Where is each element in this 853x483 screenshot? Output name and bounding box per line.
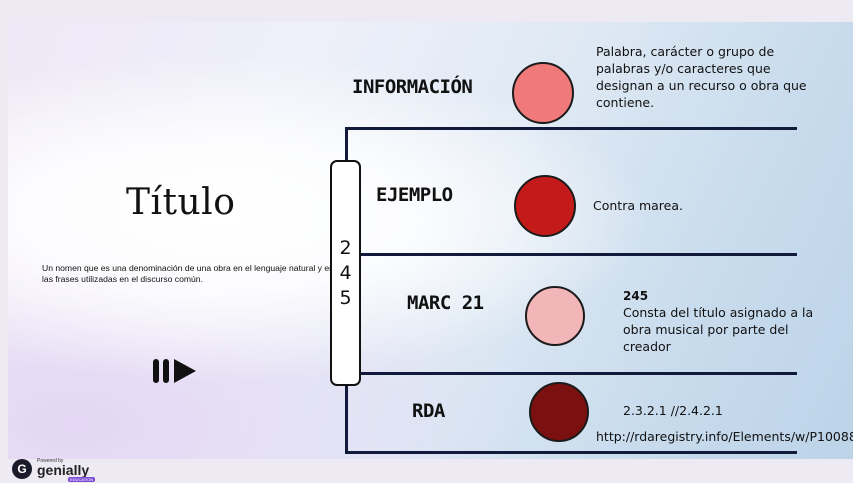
edition-badge: EDUCATION xyxy=(68,477,96,482)
connector-bottom xyxy=(345,451,797,454)
text-line: contiene. xyxy=(596,95,655,110)
text-line: designan a un recurso o obra que xyxy=(596,78,807,93)
powered-by-label: Powered by xyxy=(37,458,64,464)
rda-link[interactable]: http://rdaregistry.info/Elements/w/P1008… xyxy=(596,429,853,444)
text-line: palabras y/o caracteres que xyxy=(596,61,771,76)
circle-marc21[interactable] xyxy=(525,286,585,346)
play-pause-icon[interactable] xyxy=(153,357,209,385)
genially-logo-icon: G xyxy=(12,459,32,479)
example-text: Contra marea. xyxy=(593,198,683,213)
heading-ejemplo: EJEMPLO xyxy=(376,184,453,206)
tag-digit: 4 xyxy=(339,261,352,284)
circle-ejemplo[interactable] xyxy=(514,175,576,237)
rda-text: 2.3.2.1 //2.4.2.1 xyxy=(623,402,723,419)
heading-marc21: MARC 21 xyxy=(407,292,484,314)
slide-description: Un nomen que es una denominación de una … xyxy=(42,263,334,284)
circle-informacion[interactable] xyxy=(512,62,574,124)
connector-top xyxy=(345,127,797,130)
text-line: Palabra, carácter o grupo de xyxy=(596,44,775,59)
info-text: Palabra, carácter o grupo de palabras y/… xyxy=(596,43,807,111)
text-line: 2.3.2.1 //2.4.2.1 xyxy=(623,403,723,418)
slide-canvas: Título Un nomen que es una denominación … xyxy=(8,22,853,459)
marc21-text: 245 Consta del título asignado a la obra… xyxy=(623,288,813,355)
tag-digit: 5 xyxy=(339,286,352,309)
heading-rda: RDA xyxy=(412,400,445,422)
marc21-code: 245 xyxy=(623,289,649,303)
text-line: Consta del título asignado a la xyxy=(623,305,814,320)
connector-lower-vertical xyxy=(345,384,348,454)
brand-name: genially xyxy=(37,462,90,478)
connector-2 xyxy=(361,253,797,256)
text-line: obra musical por parte del xyxy=(623,322,789,337)
connector-upper-vertical xyxy=(345,127,348,162)
tag-pill: 2 4 5 xyxy=(330,160,361,386)
slide-title: Título xyxy=(126,182,236,223)
genially-badge[interactable]: G Powered by genially EDUCATION xyxy=(12,457,122,482)
tag-digit: 2 xyxy=(339,236,352,259)
text-line: creador xyxy=(623,339,671,354)
circle-rda[interactable] xyxy=(529,382,589,442)
connector-3 xyxy=(361,372,797,375)
heading-informacion: INFORMACIÓN xyxy=(352,76,473,98)
